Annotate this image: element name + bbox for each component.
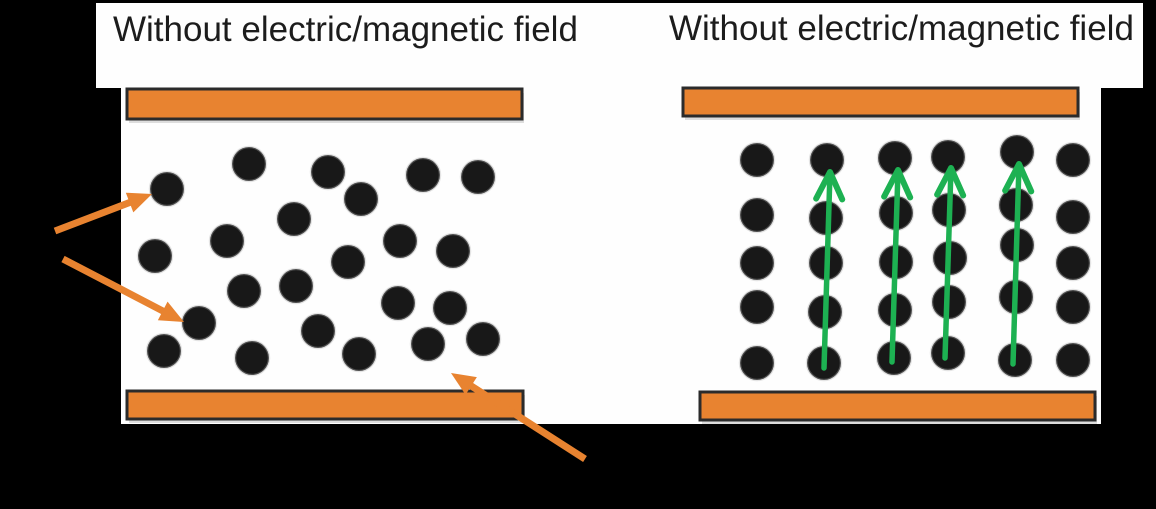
particle-dot <box>381 222 419 260</box>
pointer-arrow-shaft <box>53 198 134 235</box>
particle-dot <box>309 153 347 191</box>
particle-dot <box>738 141 776 179</box>
particle-dot <box>208 222 246 260</box>
electrode-bar <box>681 86 1080 118</box>
particle-dot <box>1054 198 1092 236</box>
white-backdrop <box>96 3 1143 88</box>
particle-dot <box>230 145 268 183</box>
particle-dot <box>431 289 469 327</box>
field-arrow-shaft <box>942 165 954 361</box>
particle-dot <box>277 267 315 305</box>
particle-dot <box>148 170 186 208</box>
particle-dot <box>1054 141 1092 179</box>
pointer-arrow-shaft <box>466 381 587 462</box>
particle-dot <box>379 284 417 322</box>
particle-dot <box>1054 288 1092 326</box>
particle-dot <box>738 344 776 382</box>
field-arrow-head <box>881 167 914 201</box>
left-panel-title: Without electric/magnetic field <box>113 10 578 49</box>
particle-dot <box>404 156 442 194</box>
particle-dot <box>233 339 271 377</box>
particle-dot <box>409 325 447 363</box>
field-arrow-shaft <box>821 169 833 371</box>
particle-dot <box>180 304 218 342</box>
particle-dot <box>1054 244 1092 282</box>
field-arrow-shaft <box>889 167 901 365</box>
particle-dot <box>434 232 472 270</box>
particle-dot <box>738 196 776 234</box>
particle-dot <box>738 288 776 326</box>
particle-dot <box>145 332 183 370</box>
field-arrow-head <box>934 165 967 199</box>
particle-dot <box>299 312 337 350</box>
right-panel-title: Without electric/magnetic field <box>669 9 1134 48</box>
field-arrow-shaft <box>1010 161 1022 367</box>
electrode-bar <box>125 87 524 121</box>
field-arrow-head <box>1002 161 1035 195</box>
particle-dot <box>136 237 174 275</box>
particle-dot <box>738 244 776 282</box>
field-arrow-head <box>813 169 846 203</box>
particle-dot <box>340 335 378 373</box>
pointer-arrow-head <box>157 301 184 322</box>
pointer-arrow-head <box>125 192 152 213</box>
electrode-bar <box>125 389 525 421</box>
particle-dot <box>329 243 367 281</box>
particle-dot <box>225 272 263 310</box>
particle-dot <box>1054 341 1092 379</box>
electrode-bar <box>698 390 1097 422</box>
pointer-arrow-head <box>451 373 477 395</box>
particle-dot <box>464 320 502 358</box>
pointer-arrow-shaft <box>61 255 167 316</box>
particle-dot <box>275 200 313 238</box>
particle-dot <box>459 158 497 196</box>
particle-dot <box>342 180 380 218</box>
